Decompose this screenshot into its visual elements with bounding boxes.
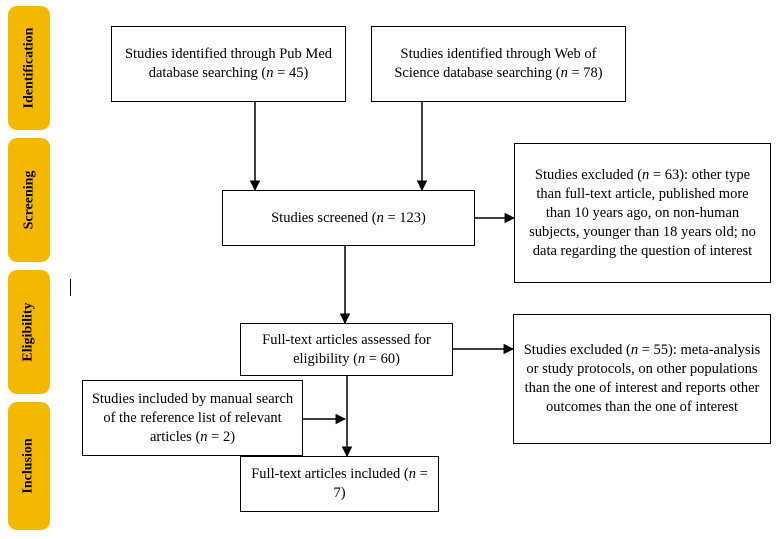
box-pubmed: Studies identified through Pub Med datab… <box>111 26 346 102</box>
phase-screening: Screening <box>8 138 50 262</box>
box-excluded-screening: Studies excluded (n = 63): other type th… <box>514 143 771 283</box>
box-manual-search: Studies included by manual search of the… <box>82 380 303 456</box>
stray-mark <box>70 279 71 296</box>
box-included: Full-text articles included (n = 7) <box>240 456 439 512</box>
phase-eligibility: Eligibility <box>8 270 50 394</box>
box-assessed: Full-text articles assessed for eligibil… <box>240 323 453 376</box>
phase-identification: Identification <box>8 6 50 130</box>
box-screened: Studies screened (n = 123) <box>222 190 475 246</box>
phase-inclusion: Inclusion <box>8 402 50 530</box>
box-excluded-eligibility: Studies excluded (n = 55): meta-analysis… <box>513 314 771 444</box>
box-web-of-science: Studies identified through Web of Scienc… <box>371 26 626 102</box>
